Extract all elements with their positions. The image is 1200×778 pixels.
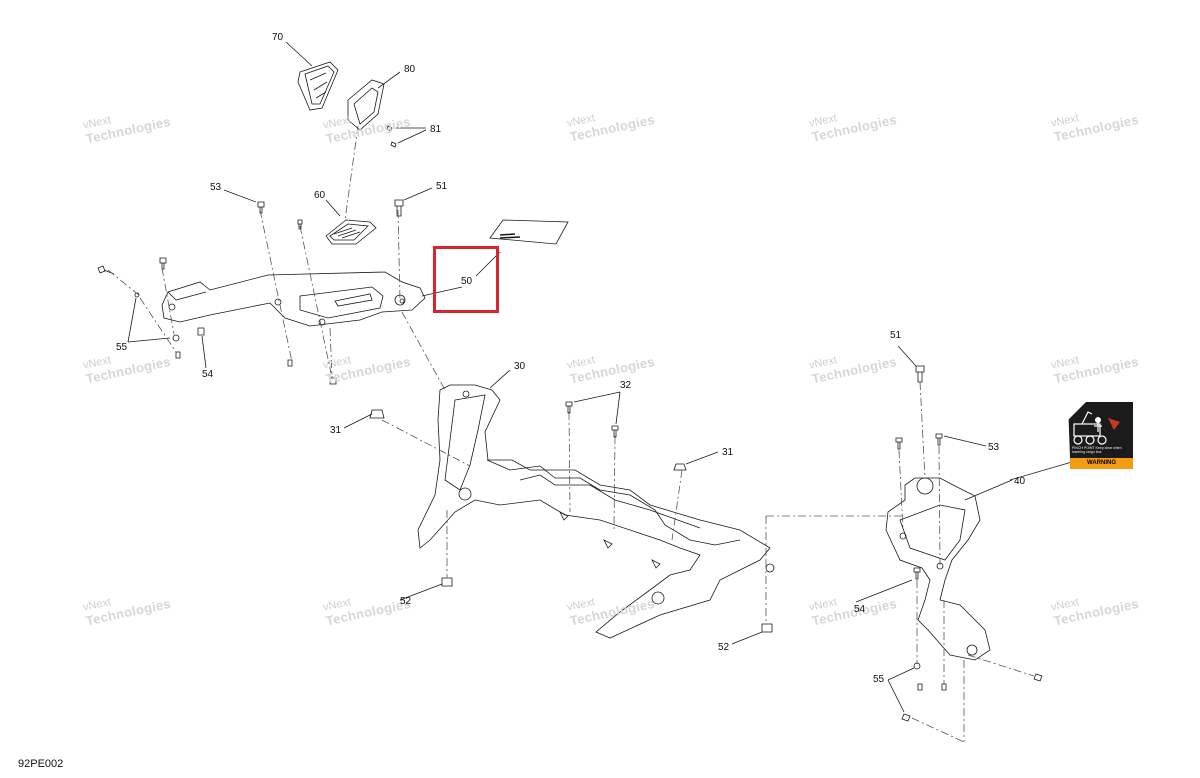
- callout-70[interactable]: 70: [272, 32, 284, 43]
- callout-55[interactable]: 55: [116, 342, 128, 353]
- warning-decal-graphic: [1068, 402, 1133, 458]
- callout-31[interactable]: 31: [722, 447, 734, 458]
- warning-fine-print: PINCH POINT Keep clear when lowering car…: [1072, 446, 1122, 454]
- part-60-pad: [325, 219, 377, 245]
- callout-53[interactable]: 53: [988, 442, 1000, 453]
- callout-52[interactable]: 52: [718, 642, 730, 653]
- part-70-handle-left: [297, 61, 339, 111]
- callout-54[interactable]: 54: [202, 369, 214, 380]
- callout-81[interactable]: 81: [430, 124, 442, 135]
- callout-50[interactable]: 50: [461, 276, 473, 287]
- warning-decal: PINCH POINT Keep clear when lowering car…: [1068, 402, 1133, 470]
- callout-32[interactable]: 32: [620, 380, 632, 391]
- part-30-main-bracket: [417, 384, 775, 639]
- construction-lines: [107, 125, 1035, 743]
- callout-52[interactable]: 52: [400, 596, 412, 607]
- center-hardware: [369, 401, 773, 633]
- diagram-code: 92PE002: [18, 758, 64, 770]
- part-50-decal: [489, 219, 569, 245]
- left-rail-panel: [161, 271, 426, 327]
- callout-40[interactable]: 40: [1014, 476, 1026, 487]
- callout-80[interactable]: 80: [404, 64, 416, 75]
- callout-53[interactable]: 53: [210, 182, 222, 193]
- part-81-screws: [386, 125, 397, 148]
- callout-30[interactable]: 30: [514, 361, 526, 372]
- warning-title: WARNING: [1070, 458, 1133, 469]
- callout-55[interactable]: 55: [873, 674, 885, 685]
- callout-31[interactable]: 31: [330, 425, 342, 436]
- highlight-box: [433, 246, 499, 313]
- callout-51[interactable]: 51: [436, 181, 448, 192]
- callout-54[interactable]: 54: [854, 604, 866, 615]
- callout-51[interactable]: 51: [890, 330, 902, 341]
- part-80-handle-right: [347, 79, 385, 131]
- callout-60[interactable]: 60: [314, 190, 326, 201]
